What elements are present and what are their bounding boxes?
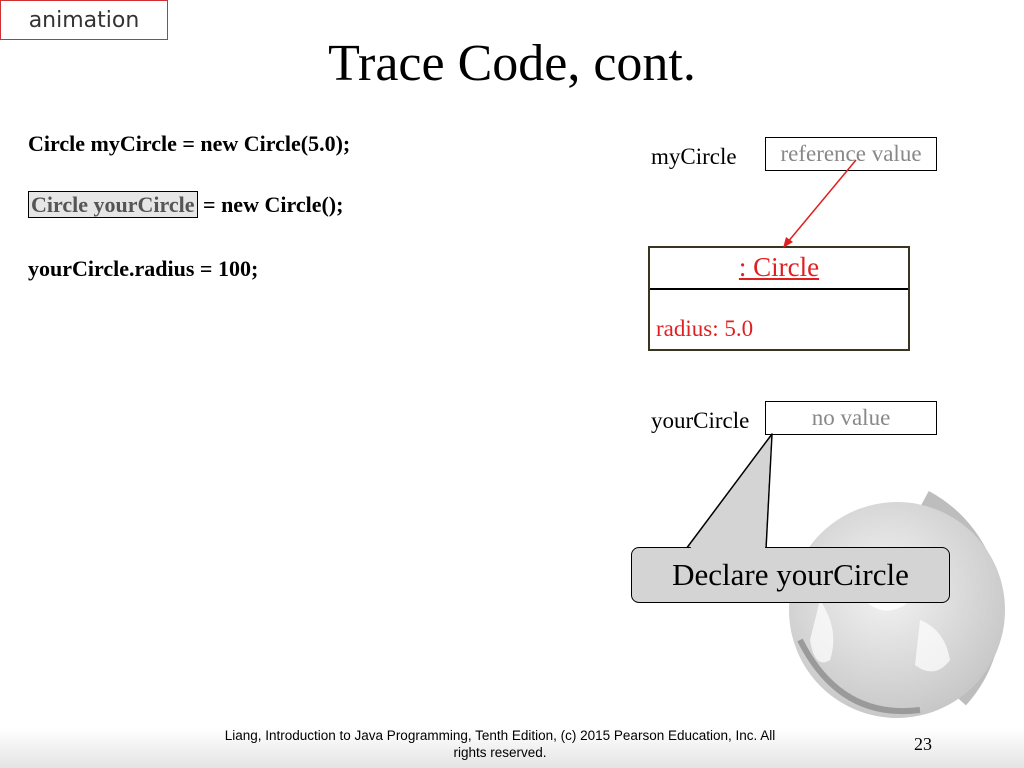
object-divider (650, 288, 908, 290)
code-line-2-rest: = new Circle(); (197, 192, 344, 217)
yourcircle-label: yourCircle (651, 408, 750, 433)
callout-bubble: Declare yourCircle (631, 547, 950, 603)
slide-title: Trace Code, cont. (328, 35, 696, 92)
code-line-1: Circle myCircle = new Circle(5.0); (28, 131, 351, 156)
animation-tag: animation (0, 0, 168, 40)
footer-bar (0, 728, 1024, 768)
mycircle-value-box: reference value (765, 137, 937, 171)
footer-text: Liang, Introduction to Java Programming,… (200, 727, 800, 761)
code-highlight: Circle yourCircle (28, 191, 198, 218)
footer-line-1: Liang, Introduction to Java Programming,… (224, 728, 776, 743)
footer-line-2: rights reserved. (453, 745, 547, 760)
mycircle-label: myCircle (651, 144, 737, 169)
object-title: : Circle (738, 252, 820, 282)
code-line-3: yourCircle.radius = 100; (28, 256, 259, 281)
page-number: 23 (914, 734, 932, 754)
object-field: radius: 5.0 (656, 316, 754, 341)
code-line-2: Circle yourCircle = new Circle(); (28, 191, 344, 218)
yourcircle-value-box: no value (765, 401, 937, 435)
circle-object: : Circle radius: 5.0 (648, 246, 910, 351)
